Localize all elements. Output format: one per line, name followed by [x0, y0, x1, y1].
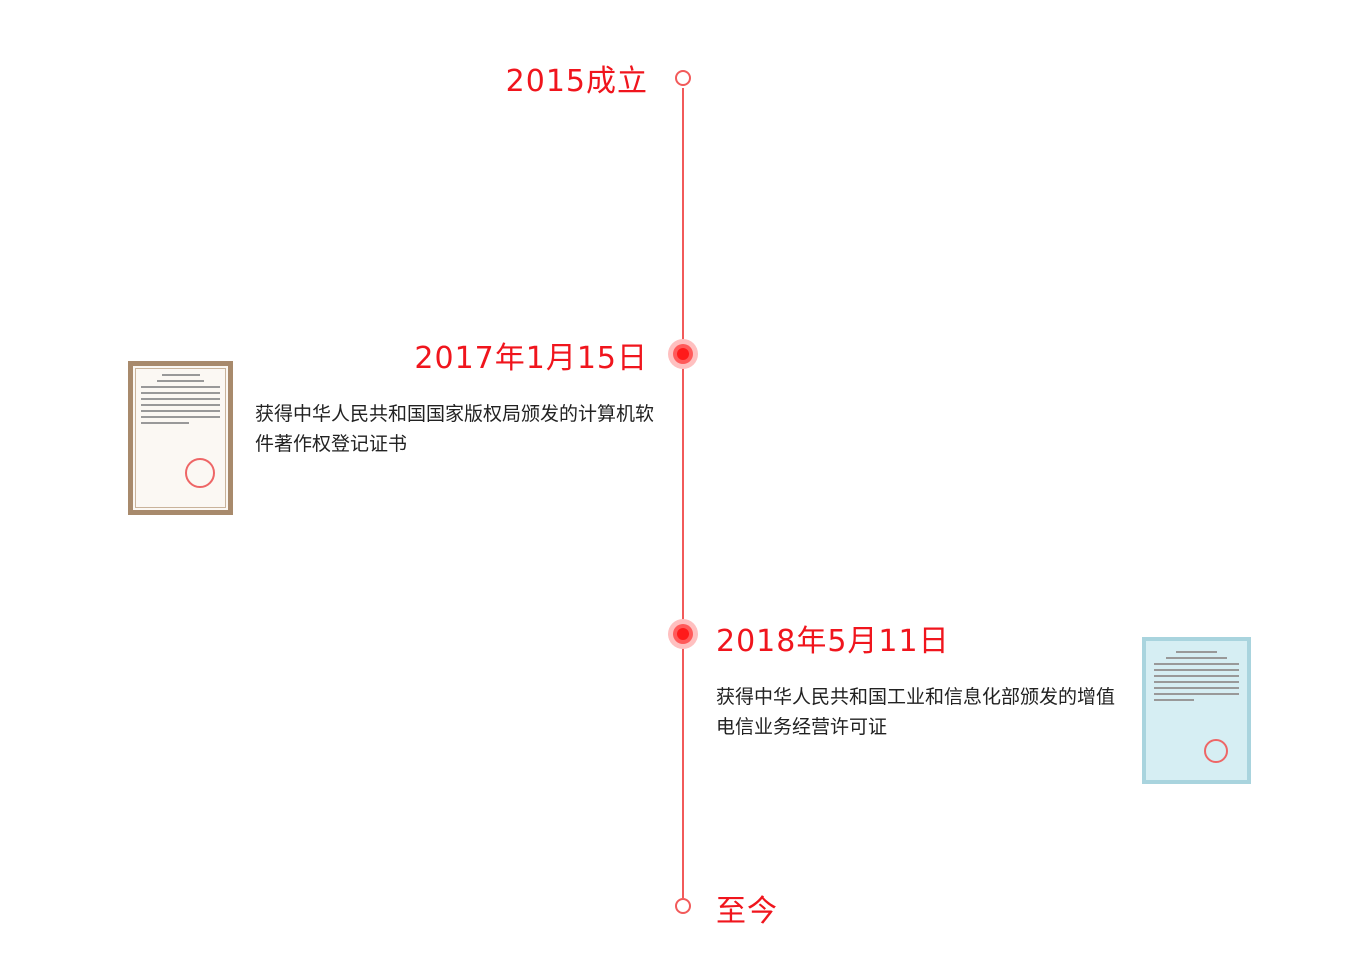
- timeline-marker-active: [668, 619, 698, 649]
- certificate-image-software-copyright: [1142, 637, 1251, 784]
- milestone-date-present: 至今: [716, 894, 778, 929]
- milestone-date-2018: 2018年5月11日: [716, 624, 950, 659]
- timeline-marker-end: [675, 898, 691, 914]
- timeline-marker-active: [668, 339, 698, 369]
- timeline-marker-start: [675, 70, 691, 86]
- milestone-description-2017: 获得中华人民共和国国家版权局颁发的计算机软件著作权登记证书: [255, 403, 655, 455]
- timeline-line: [682, 88, 684, 898]
- milestone-date-2015: 2015成立: [505, 64, 648, 99]
- certificate-image-telecom-license: [128, 361, 233, 515]
- milestone-date-2017: 2017年1月15日: [414, 341, 648, 376]
- milestone-description-2018: 获得中华人民共和国工业和信息化部颁发的增值电信业务经营许可证: [716, 686, 1116, 738]
